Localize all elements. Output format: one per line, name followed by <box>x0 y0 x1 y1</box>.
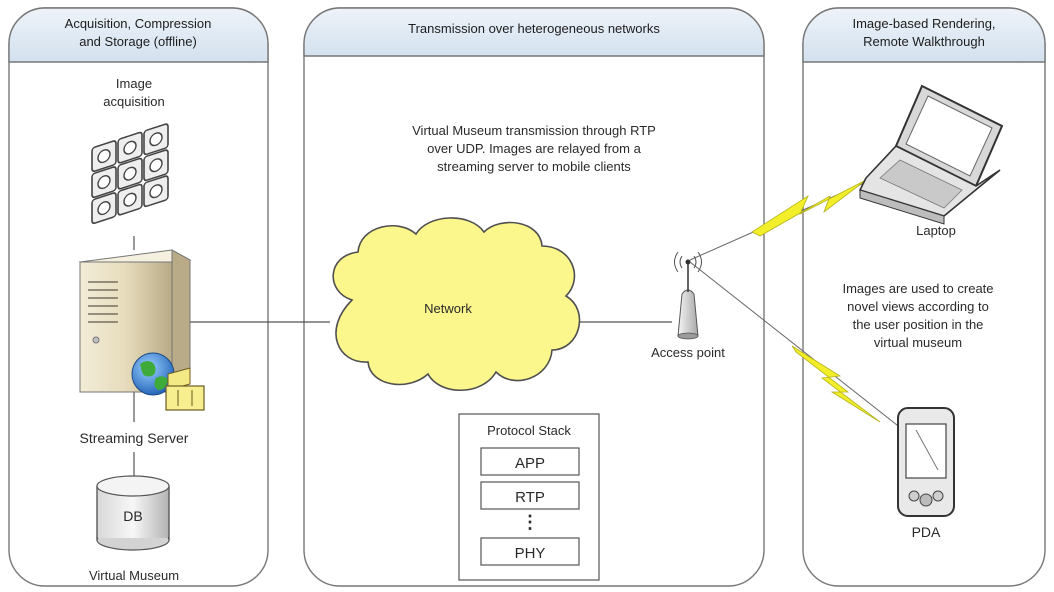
wireless-link-laptop <box>689 175 881 261</box>
center-description-line2: over UDP. Images are relayed from a <box>427 141 641 156</box>
panel-center-header: Transmission over heterogeneous networks <box>408 21 660 36</box>
panel-left-header-line1: Acquisition, Compression <box>65 16 212 31</box>
stack-ellipsis: ⋮ <box>521 512 539 532</box>
wireless-link-pda <box>689 261 917 441</box>
panel-right-header-line1: Image-based Rendering, <box>852 16 995 31</box>
stack-layer-phy-label: PHY <box>515 545 546 562</box>
acquisition-label-line1: Image <box>116 76 152 91</box>
right-description-line4: virtual museum <box>874 335 962 350</box>
laptop-label: Laptop <box>916 223 956 238</box>
network-label: Network <box>424 301 472 316</box>
right-description-line2: novel views according to <box>847 299 989 314</box>
center-description-line1: Virtual Museum transmission through RTP <box>412 123 656 138</box>
access-point-icon <box>674 251 702 340</box>
right-description-line3: the user position in the <box>853 317 984 332</box>
network-cloud: Network <box>332 217 581 392</box>
film-strip-icon <box>165 367 205 411</box>
stack-layer-phy: PHY <box>480 537 580 566</box>
panel-left-header-line2: and Storage (offline) <box>79 34 197 49</box>
virtual-museum-label: Virtual Museum <box>89 568 179 583</box>
acquisition-label-line2: acquisition <box>103 94 164 109</box>
streaming-server-label: Streaming Server <box>80 430 189 446</box>
pda-icon <box>897 407 955 517</box>
protocol-stack-title: Protocol Stack <box>487 423 571 438</box>
center-description-line3: streaming server to mobile clients <box>437 159 631 174</box>
laptop-icon <box>858 84 1004 225</box>
stack-layer-rtp: RTP <box>480 481 580 510</box>
right-description-line1: Images are used to create <box>842 281 993 296</box>
database-icon: DB <box>96 475 170 551</box>
stack-layer-app: APP <box>480 447 580 476</box>
db-text: DB <box>123 508 142 524</box>
pda-label: PDA <box>912 524 941 540</box>
stack-layer-rtp-label: RTP <box>515 489 545 506</box>
camera-array-icon <box>91 123 169 225</box>
protocol-stack: Protocol Stack APP RTP ⋮ PHY <box>458 413 600 581</box>
stack-layer-app-label: APP <box>515 455 545 472</box>
connectors <box>133 236 672 478</box>
access-point-label: Access point <box>651 345 725 360</box>
panel-right-header-line2: Remote Walkthrough <box>863 34 985 49</box>
